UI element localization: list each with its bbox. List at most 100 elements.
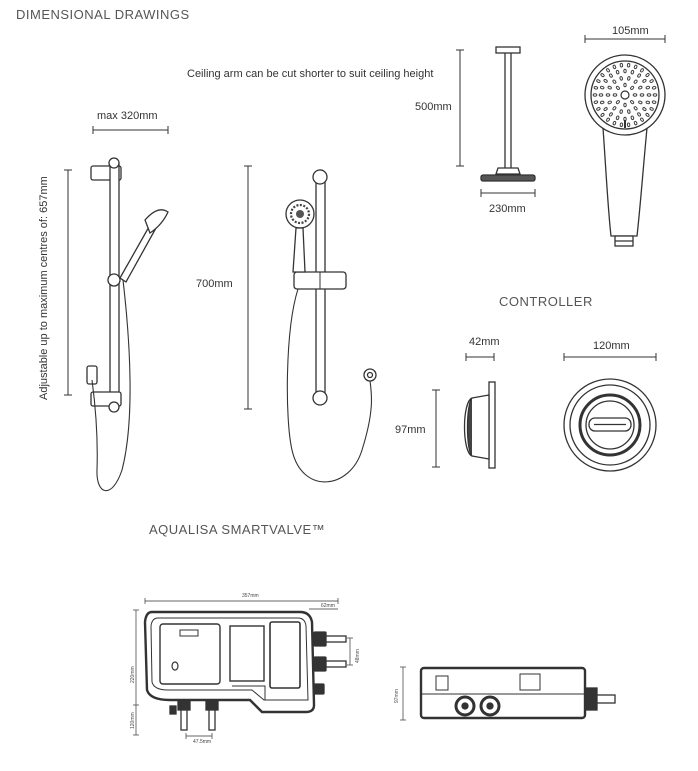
spray-hole (623, 102, 627, 108)
spray-hole (600, 73, 605, 78)
spray-hole (642, 107, 647, 112)
spray-hole (599, 85, 605, 90)
smartvalve-side-view (400, 666, 616, 721)
valve-electronics (159, 623, 221, 685)
spray-hole (603, 78, 608, 83)
spray-hole (630, 100, 635, 105)
title-dimensional-drawings: DIMENSIONAL DRAWINGS (16, 7, 190, 22)
spray-hole (646, 93, 652, 97)
spray-hole (630, 115, 635, 121)
ceiling-arm-and-rose (456, 46, 536, 197)
spray-hole (640, 68, 644, 73)
spray-hole (607, 85, 612, 90)
spray-hole (638, 100, 643, 105)
spray-hole (615, 85, 620, 90)
spray-hole (649, 79, 654, 83)
dim-controller-diameter: 120mm (593, 340, 630, 352)
spray-hole (630, 85, 635, 90)
dim-valve-outlet: 47.5mm (193, 739, 212, 745)
rain-rose (480, 174, 536, 182)
spray-hole (603, 107, 608, 112)
spray-hole (619, 76, 623, 81)
spray-hole (649, 107, 654, 111)
spray-hole (652, 93, 658, 97)
rail-kit-front-view (244, 165, 377, 483)
spray-hole (607, 100, 612, 105)
spray-hole (596, 79, 601, 83)
spray-hole (612, 93, 618, 97)
spray-hole (608, 112, 613, 117)
spray-hole (651, 86, 657, 90)
spray-hole (627, 109, 631, 114)
dim-arm-length: 500mm (415, 101, 452, 113)
spray-hole (606, 68, 610, 73)
dim-rail-height: 700mm (196, 278, 233, 290)
valve-cartridge (229, 625, 265, 682)
valve-mixer (269, 621, 301, 689)
spray-hole (599, 100, 605, 105)
spray-hole (592, 93, 598, 97)
smartvalve-front-view (133, 598, 353, 739)
dim-valve-width: 357mm (242, 593, 259, 599)
spray-hole (612, 64, 617, 70)
spray-hole (633, 106, 638, 111)
spray-hole (612, 120, 617, 126)
spray-hole (615, 100, 620, 105)
spray-hole (619, 109, 623, 114)
handset-face (584, 54, 666, 136)
hose-front (286, 288, 373, 483)
spray-hole (633, 64, 638, 70)
spray-hole (615, 115, 620, 121)
spray-hole (605, 93, 611, 97)
handset-handle (602, 127, 648, 237)
bottom-bracket-front (312, 390, 328, 406)
spray-hole (645, 112, 650, 117)
outlet-front (363, 368, 377, 382)
spray-hole (633, 79, 638, 84)
valve-side-outlet (584, 687, 598, 711)
ceiling-arm-note: Ceiling arm can be cut shorter to suit c… (187, 68, 434, 80)
spray-hole (645, 85, 651, 90)
hose-side (91, 279, 131, 492)
spray-hole (645, 100, 651, 105)
spray-hole (593, 86, 599, 90)
handset-detail (584, 35, 666, 247)
controller-side-view (432, 353, 496, 469)
title-smartvalve: AQUALISA SMARTVALVE™ (149, 522, 326, 537)
spray-hole (645, 73, 650, 78)
spray-hole (633, 120, 638, 126)
spray-hole (619, 62, 624, 68)
spray-hole (639, 93, 645, 97)
spray-hole (598, 93, 604, 97)
spray-hole (612, 106, 617, 111)
spray-hole (637, 73, 642, 78)
spray-hole (606, 117, 610, 122)
spray-hole (626, 62, 631, 68)
spray-hole (627, 76, 631, 81)
handset-handle-front (292, 227, 306, 273)
spray-hole (642, 78, 647, 83)
spray-hole (619, 122, 624, 128)
spray-hole (596, 107, 601, 111)
dim-handset-width: 105mm (612, 25, 649, 37)
title-controller: CONTROLLER (499, 294, 593, 309)
controller-front-view (563, 353, 657, 472)
spray-hole (612, 79, 617, 84)
ceiling-plate (495, 46, 521, 54)
valve-inlet-ports (313, 631, 347, 695)
top-bracket-front (312, 169, 328, 185)
spray-hole (632, 93, 638, 97)
dim-controller-height: 97mm (395, 424, 426, 436)
spray-hole (615, 69, 620, 75)
spray-hole (640, 117, 644, 122)
dim-rose-width: 230mm (489, 203, 526, 215)
spray-hole (608, 73, 613, 78)
spray-hole (637, 112, 642, 117)
valve-outlet-ports (169, 699, 219, 731)
dim-controller-depth: 42mm (469, 336, 500, 348)
controller-backplate (488, 381, 496, 469)
slider (107, 273, 121, 287)
spray-hole (651, 100, 657, 104)
dim-rail-width: max 320mm (97, 110, 158, 122)
